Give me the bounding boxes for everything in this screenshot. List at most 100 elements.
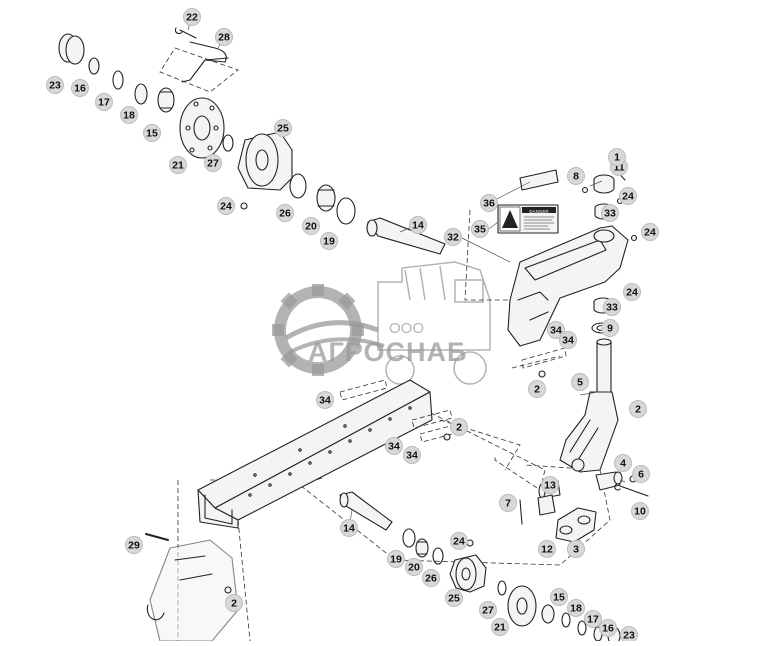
callout-20b: 20 [405, 558, 423, 576]
wheel-bracket-12 [555, 507, 597, 543]
bearing-18 [134, 83, 148, 105]
callout-number: 1 [614, 152, 620, 164]
callout-number: 19 [390, 554, 402, 566]
callout-circle [46, 76, 64, 94]
callout-circle [559, 331, 577, 349]
callout-number: 23 [49, 80, 61, 92]
callout-number: 24 [453, 536, 465, 548]
callout-number: 29 [128, 540, 140, 552]
callout-25b: 25 [445, 589, 463, 607]
callout-number: 20 [305, 221, 317, 233]
callout-34d: 34 [385, 437, 403, 455]
callout-number: 36 [483, 198, 495, 210]
fitting-2b [538, 370, 546, 378]
callout-2: 2 [528, 380, 546, 398]
callout-18b: 18 [567, 599, 585, 617]
callout-16: 16 [71, 79, 89, 97]
callout-number: 4 [620, 458, 626, 470]
callout-circle [641, 223, 659, 241]
callout-number: 15 [146, 128, 158, 140]
callout-number: 9 [607, 323, 613, 335]
arm-32 [507, 225, 629, 347]
callout-circle [444, 228, 462, 246]
callout-number: 24 [644, 227, 656, 239]
callout-number: 34 [319, 395, 331, 407]
callout-circle [567, 599, 585, 617]
callout-number: 12 [541, 544, 553, 556]
bearing-20-lower [415, 538, 429, 558]
callout-circle [169, 156, 187, 174]
callout-number: 33 [604, 208, 616, 220]
callout-circle [217, 197, 235, 215]
callout-number: 33 [606, 302, 618, 314]
callout-number: 34 [550, 325, 562, 337]
wheel-hub-25-lower [449, 554, 487, 593]
callout-number: 21 [172, 160, 184, 172]
fitting-2c [443, 433, 451, 441]
callout-number: 8 [573, 171, 579, 183]
callout-number: 21 [494, 622, 506, 634]
callout-number: 17 [587, 614, 599, 626]
callout-number: 16 [602, 623, 614, 635]
bottom-left-bracket [145, 533, 239, 642]
callout-25: 25 [274, 119, 292, 137]
callout-circle [405, 558, 423, 576]
callout-circle [601, 204, 619, 222]
callout-circle [204, 154, 222, 172]
callout-number: 28 [218, 32, 230, 44]
caster-fork-5 [559, 338, 619, 473]
spring-clip-28 [181, 41, 229, 83]
fitting-8 [581, 186, 589, 194]
callout-number: 14 [343, 523, 355, 535]
callout-34b: 34 [559, 331, 577, 349]
callout-circle [95, 93, 113, 111]
callout-number: 27 [482, 605, 494, 617]
callout-17b: 17 [584, 610, 602, 628]
callout-circle [385, 437, 403, 455]
watermark-company-name: АГРОСНАБ [308, 337, 467, 367]
callout-number: 34 [406, 450, 418, 462]
callout-number: 26 [425, 573, 437, 585]
callout-19b: 19 [387, 550, 405, 568]
callout-circle [316, 391, 334, 409]
callout-circle [528, 380, 546, 398]
callout-number: 24 [622, 191, 634, 203]
callout-number: 11 [613, 162, 624, 174]
callout-circle [471, 220, 489, 238]
washer-17-lower [577, 620, 587, 636]
callout-24c: 24 [641, 223, 659, 241]
callout-circle [632, 465, 650, 483]
callout-27: 27 [204, 154, 222, 172]
callout-number: 25 [448, 593, 460, 605]
nut-16 [88, 57, 100, 75]
callout-circle [608, 148, 626, 166]
beam-holes [248, 406, 412, 497]
callout-circle [619, 187, 637, 205]
callout-circle [614, 454, 632, 472]
callout-23: 23 [46, 76, 64, 94]
callout-24e: 24 [450, 532, 468, 550]
cap-11 [593, 174, 615, 194]
callout-circle [215, 28, 233, 46]
callout-circle [623, 283, 641, 301]
callout-17: 17 [95, 93, 113, 111]
callout-circle [276, 204, 294, 222]
pivot-collar [593, 229, 615, 243]
callout-number: 26 [279, 208, 291, 220]
callout-circle [274, 119, 292, 137]
callout-number: 19 [323, 236, 335, 248]
callout-24b: 24 [619, 187, 637, 205]
callout-24d: 24 [623, 283, 641, 301]
callout-number: 24 [220, 201, 232, 213]
callout-number: 32 [447, 232, 459, 244]
callout-circle [125, 536, 143, 554]
callout-19: 19 [320, 232, 338, 250]
callout-circle [550, 588, 568, 606]
callout-2c: 2 [450, 418, 468, 436]
callout-32: 32 [444, 228, 462, 246]
upper-hub-assembly [58, 27, 446, 255]
pin-29 [145, 533, 169, 541]
callout-circle [320, 232, 338, 250]
callout-circle [547, 321, 565, 339]
